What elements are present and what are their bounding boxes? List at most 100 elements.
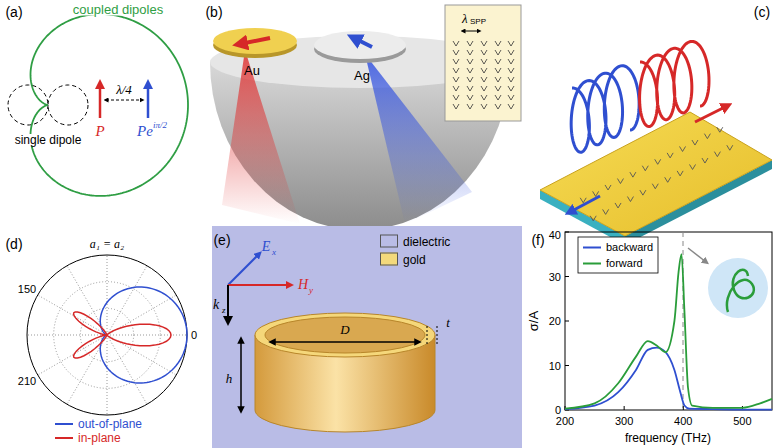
wavevector-arrow — [227, 285, 229, 321]
slit-mark — [481, 68, 487, 73]
slit-mark — [467, 50, 473, 55]
field-arrow — [228, 254, 259, 285]
slit-mark — [481, 41, 487, 46]
pattern-curve — [74, 312, 171, 358]
legend-box — [578, 237, 658, 273]
panel-label: (d) — [5, 237, 22, 251]
slit-mark — [717, 127, 723, 132]
slit-mark — [453, 59, 459, 64]
slit-mark — [467, 77, 473, 82]
slit-mark — [667, 153, 673, 158]
legend-item: out-of-plane — [55, 418, 142, 430]
field-subscript: y — [309, 286, 313, 295]
slit-mark — [453, 41, 459, 46]
slit-mark — [665, 177, 671, 182]
wavelength-label: λ — [462, 12, 468, 25]
tick-label: 200 — [556, 416, 574, 427]
angle-tick: 210 — [18, 376, 36, 387]
legend-text: out-of-plane — [78, 418, 142, 430]
diameter-arrow — [272, 341, 418, 343]
slit-mark — [495, 95, 501, 100]
slit-mark — [453, 86, 459, 91]
plot-frame — [565, 232, 772, 410]
slit-mark — [617, 179, 623, 184]
spacing-label: λ/4 — [116, 83, 132, 96]
field-label: E — [262, 240, 271, 254]
axis-title: σ/A — [527, 311, 540, 331]
emission-beam — [222, 50, 300, 224]
axis-tick — [565, 321, 569, 322]
axis-tick — [565, 276, 569, 277]
pattern-label: single dipole — [13, 134, 84, 146]
slit-mark — [481, 50, 487, 55]
panel-label: (a) — [5, 5, 22, 19]
legend-text: backward — [606, 242, 653, 253]
legend-text: gold — [403, 253, 426, 265]
slit-mark — [467, 86, 473, 91]
legend-swatch — [380, 235, 398, 248]
gold-ring — [255, 313, 435, 357]
legend-item: dielectric — [380, 235, 450, 248]
panel-label: (b) — [205, 5, 222, 19]
slit-mark — [615, 203, 621, 208]
legend-text: dielectric — [403, 235, 450, 247]
slit-mark — [727, 145, 733, 150]
legend-text: forward — [606, 258, 643, 269]
dimension-label: t — [446, 316, 450, 329]
legend-item: in-plane — [55, 432, 121, 444]
metal-label: Ag — [354, 69, 370, 82]
slit-mark — [481, 77, 487, 82]
slit-mark — [495, 86, 501, 91]
slit-mark — [481, 59, 487, 64]
slit-mark — [453, 50, 459, 55]
slit-mark — [680, 146, 686, 151]
tick-label: 300 — [615, 416, 633, 427]
legend-swatch — [380, 253, 398, 266]
slit-mark — [481, 95, 487, 100]
height-arrow — [240, 340, 242, 410]
spectrum-curve — [565, 254, 772, 408]
slit-mark — [640, 190, 646, 195]
spectrum-curve — [565, 348, 772, 410]
circular-polarization-helix — [571, 66, 639, 153]
slit-mark — [481, 104, 487, 109]
ring-opening — [265, 317, 425, 353]
wavevector-subscript: z — [222, 306, 226, 315]
tick-label: 400 — [674, 416, 692, 427]
panel-label: (e) — [213, 233, 230, 247]
slit-mark — [652, 184, 658, 189]
slit-mark — [508, 68, 514, 73]
dipole-arrow — [147, 84, 150, 118]
slit-mark — [508, 77, 514, 82]
pointer-arrow — [688, 248, 706, 262]
slit-mark — [481, 86, 487, 91]
slit-mark — [495, 59, 501, 64]
panel-label: (f) — [531, 233, 544, 247]
slit-mark — [495, 68, 501, 73]
slit-mark — [704, 134, 710, 139]
slit-mark — [714, 152, 720, 157]
slit-mark — [467, 104, 473, 109]
thickness-mark — [437, 326, 438, 346]
metal-label: Au — [244, 64, 260, 77]
dipole-lobe — [8, 85, 48, 125]
slit-mark — [603, 209, 609, 214]
axis-tick — [565, 365, 569, 366]
axis-tick — [683, 406, 684, 410]
slit-mark — [702, 158, 708, 163]
polar-grid — [27, 335, 107, 336]
slit-mark — [677, 171, 683, 176]
angle-tick: 0 — [191, 330, 197, 341]
slit-mark — [467, 41, 473, 46]
slit-mark — [508, 41, 514, 46]
radiation-pattern — [31, 14, 189, 196]
slit-mark — [508, 86, 514, 91]
slit-mark — [642, 166, 648, 171]
slit-mark — [590, 216, 596, 221]
legend-line — [55, 437, 73, 439]
legend-item: forward — [583, 258, 643, 269]
thickness-mark — [427, 326, 428, 346]
slit-mark — [508, 104, 514, 109]
dimension-label: h — [226, 372, 233, 385]
